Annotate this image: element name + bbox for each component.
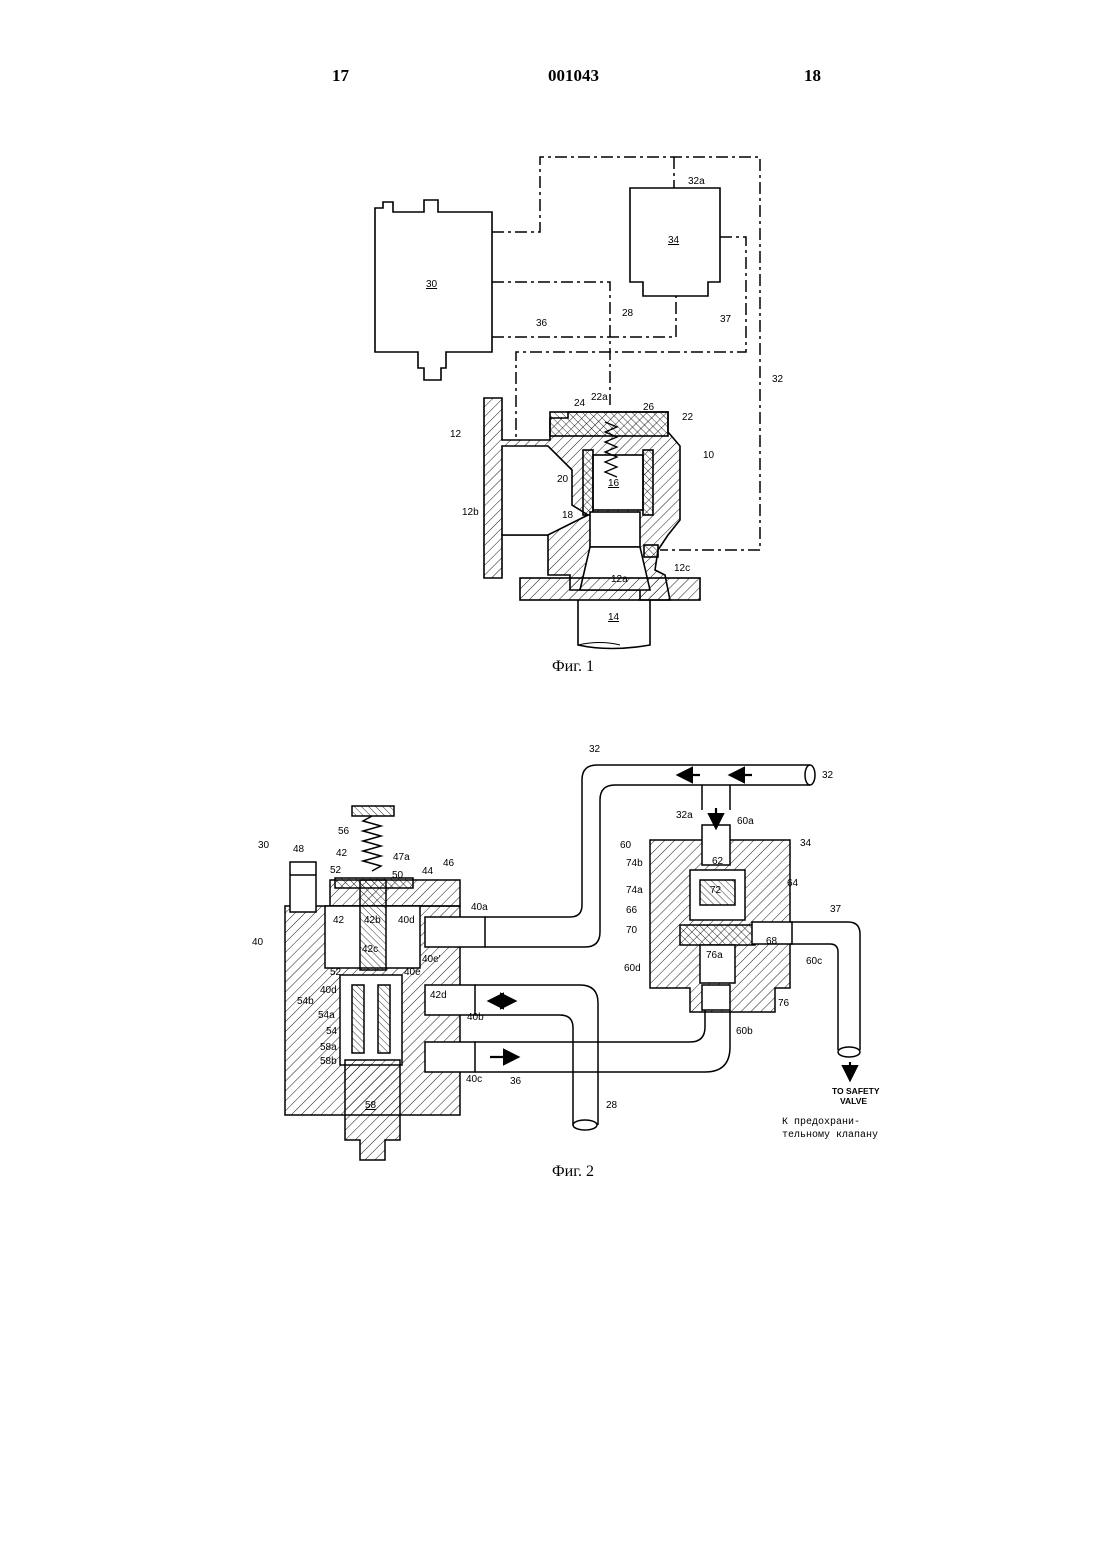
label-58: 58 bbox=[365, 1100, 377, 1111]
label-64: 64 bbox=[787, 878, 799, 889]
label-48: 48 bbox=[293, 844, 305, 855]
label-40b: 40b bbox=[467, 1012, 484, 1023]
label-46: 46 bbox=[443, 858, 455, 869]
label-32a: 32a bbox=[688, 176, 705, 187]
label-54b: 54b bbox=[297, 996, 314, 1007]
pipe-14 bbox=[578, 600, 650, 649]
label-40c: 40c bbox=[466, 1074, 482, 1085]
label-42c: 42c bbox=[362, 944, 378, 955]
label-54: 54 bbox=[326, 1026, 338, 1037]
label-52: 52 bbox=[330, 865, 342, 876]
safety-valve-label-ru-2: тельному клапану bbox=[782, 1130, 878, 1141]
label-72: 72 bbox=[710, 885, 722, 896]
label-22a: 22a bbox=[591, 392, 608, 403]
diaphragm-70 bbox=[680, 925, 755, 945]
label-12c: 12c bbox=[674, 563, 690, 574]
label-42b: 42b bbox=[364, 915, 381, 926]
label-60a: 60a bbox=[737, 816, 754, 827]
label-40e: 40e bbox=[404, 967, 421, 978]
label-40d-lower: 40d bbox=[320, 985, 337, 996]
label-74b: 74b bbox=[626, 858, 643, 869]
figure-1-diagram bbox=[375, 157, 760, 649]
label-60d: 60d bbox=[624, 963, 641, 974]
label-42-mid: 42 bbox=[333, 915, 345, 926]
label-70: 70 bbox=[626, 925, 638, 936]
label-40e-prime: 40e' bbox=[422, 954, 441, 965]
label-40: 40 bbox=[252, 937, 264, 948]
label-74a: 74a bbox=[626, 885, 643, 896]
label-32: 32 bbox=[772, 374, 784, 385]
label-16: 16 bbox=[608, 478, 620, 489]
label-60b: 60b bbox=[736, 1026, 753, 1037]
label-36: 36 bbox=[536, 318, 548, 329]
label-34: 34 bbox=[668, 235, 680, 246]
label-34: 34 bbox=[800, 838, 812, 849]
label-12: 12 bbox=[450, 429, 462, 440]
safety-valve-label-ru-1: К предохрани- bbox=[782, 1117, 860, 1128]
pipe-37 bbox=[790, 922, 860, 1050]
label-18: 18 bbox=[562, 510, 574, 521]
label-37: 37 bbox=[830, 904, 842, 915]
label-47a: 47a bbox=[393, 852, 410, 863]
pipe-28 bbox=[475, 985, 598, 1125]
label-58b: 58b bbox=[320, 1056, 337, 1067]
safety-valve-label-en-2: VALVE bbox=[840, 1096, 867, 1106]
label-14: 14 bbox=[608, 612, 620, 623]
label-20: 20 bbox=[557, 474, 569, 485]
label-28: 28 bbox=[622, 308, 634, 319]
label-58a: 58a bbox=[320, 1042, 337, 1053]
label-68: 68 bbox=[766, 936, 778, 947]
line-37 bbox=[516, 237, 746, 440]
lower-flange bbox=[520, 578, 700, 600]
label-30: 30 bbox=[426, 279, 438, 290]
label-28: 28 bbox=[606, 1100, 618, 1111]
unit-30-box bbox=[375, 200, 492, 380]
label-37: 37 bbox=[720, 314, 732, 325]
line-36 bbox=[492, 296, 676, 337]
label-52-lower: 52 bbox=[330, 967, 342, 978]
label-50: 50 bbox=[392, 870, 404, 881]
sleeve-20 bbox=[583, 450, 593, 515]
figure-1-caption: Фиг. 1 bbox=[552, 658, 594, 676]
label-44: 44 bbox=[422, 866, 434, 877]
line-28 bbox=[492, 282, 610, 405]
label-12b: 12b bbox=[462, 507, 479, 518]
label-36: 36 bbox=[510, 1076, 522, 1087]
label-32a: 32a bbox=[676, 810, 693, 821]
label-30: 30 bbox=[258, 840, 270, 851]
label-42: 42 bbox=[336, 848, 348, 859]
label-42d: 42d bbox=[430, 990, 447, 1001]
label-62: 62 bbox=[712, 856, 724, 867]
outlet-60b bbox=[702, 985, 730, 1010]
label-60c: 60c bbox=[806, 956, 822, 967]
port-40a bbox=[425, 917, 485, 947]
label-32-top: 32 bbox=[589, 744, 601, 755]
label-40a: 40a bbox=[471, 902, 488, 913]
label-26: 26 bbox=[643, 402, 655, 413]
seat-18 bbox=[590, 512, 640, 547]
safety-valve-label-en-1: TO SAFETY bbox=[832, 1086, 880, 1096]
label-66: 66 bbox=[626, 905, 638, 916]
bolt-48 bbox=[290, 862, 316, 912]
port-40c bbox=[425, 1042, 475, 1072]
spring-56 bbox=[363, 816, 381, 871]
spool-54a bbox=[352, 985, 364, 1053]
label-24: 24 bbox=[574, 398, 586, 409]
label-12a: 12a bbox=[611, 574, 628, 585]
label-10: 10 bbox=[703, 450, 715, 461]
label-54a: 54a bbox=[318, 1010, 335, 1021]
label-76a: 76a bbox=[706, 950, 723, 961]
label-76: 76 bbox=[778, 998, 790, 1009]
label-40d: 40d bbox=[398, 915, 415, 926]
label-22: 22 bbox=[682, 412, 694, 423]
label-60: 60 bbox=[620, 840, 632, 851]
label-32-right: 32 bbox=[822, 770, 834, 781]
figure-2-caption: Фиг. 2 bbox=[552, 1163, 594, 1181]
bore-54 bbox=[340, 975, 402, 1065]
label-56: 56 bbox=[338, 826, 350, 837]
